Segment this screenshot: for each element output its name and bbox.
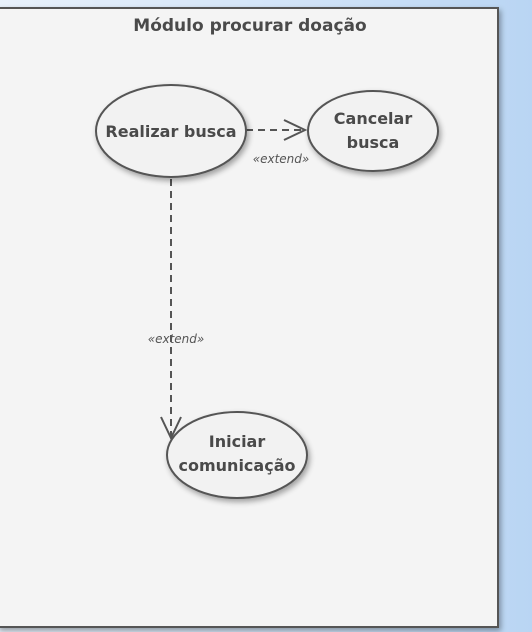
use-case-cancelar-busca-label-line1: Cancelar	[334, 109, 413, 128]
extend-label-cancelar: «extend»	[253, 152, 310, 166]
use-case-cancelar-busca-label-line2: busca	[347, 133, 400, 152]
use-case-iniciar-comunicacao-label-line2: comunicação	[179, 456, 296, 475]
use-case-realizar-busca-shape	[95, 84, 247, 178]
system-boundary[interactable]: Módulo procurar doação	[0, 7, 499, 628]
use-case-iniciar-comunicacao[interactable]: Iniciar comunicação	[166, 411, 308, 499]
use-case-realizar-busca-label: Realizar busca	[105, 122, 236, 141]
extend-arrowhead-iniciar	[160, 416, 182, 441]
system-boundary-frame	[0, 7, 499, 628]
extend-relationship-cancelar[interactable]: «extend»	[246, 119, 310, 166]
use-case-iniciar-comunicacao-shape	[166, 411, 308, 499]
use-case-cancelar-busca[interactable]: Cancelar busca	[307, 90, 439, 172]
extend-arrowhead-cancelar	[283, 119, 308, 141]
boundary-title: Módulo procurar doação	[133, 16, 366, 36]
extend-relationship-iniciar[interactable]: «extend»	[148, 179, 205, 441]
use-case-realizar-busca[interactable]: Realizar busca	[95, 84, 247, 178]
use-case-cancelar-busca-shape	[307, 90, 439, 172]
extend-label-iniciar: «extend»	[148, 332, 205, 346]
use-case-iniciar-comunicacao-label-line1: Iniciar	[209, 432, 266, 451]
